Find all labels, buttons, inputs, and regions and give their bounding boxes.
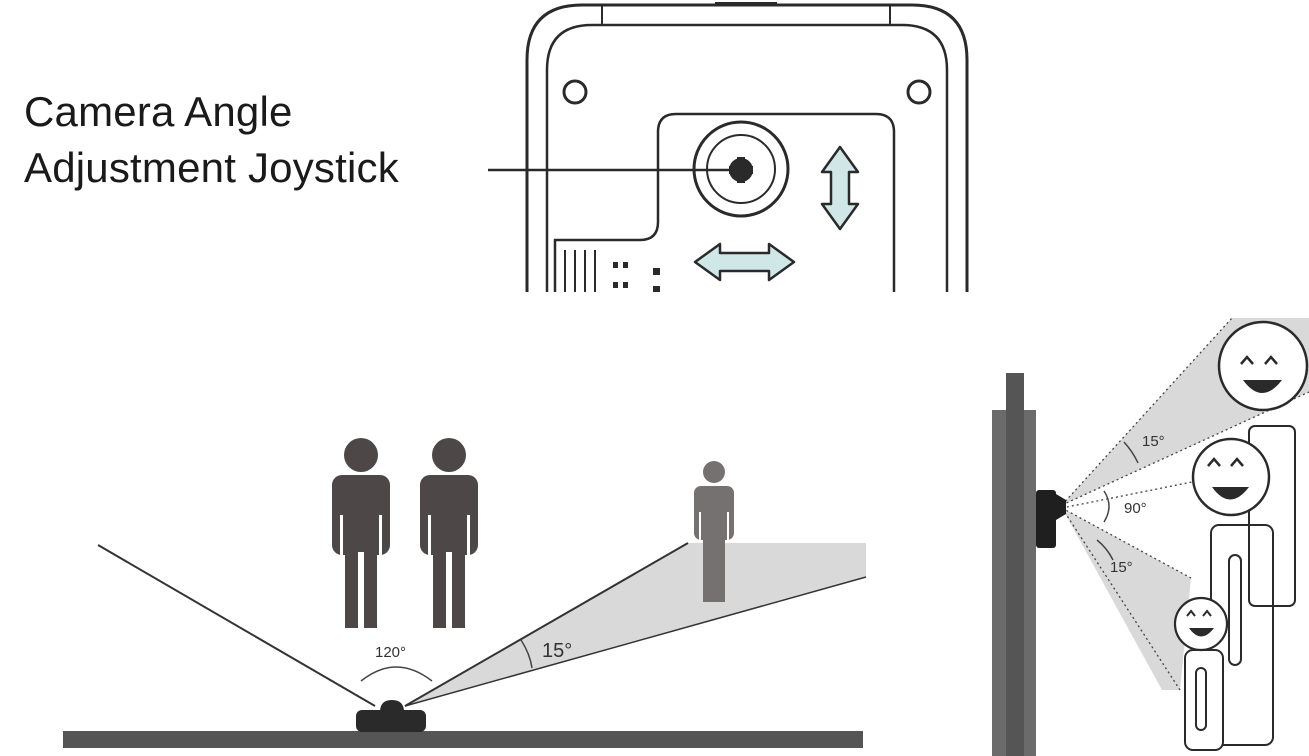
distant-person-figure (694, 461, 734, 602)
upper-angle-arc (1123, 441, 1139, 464)
floor (63, 731, 863, 748)
tall-person-face (1217, 320, 1309, 412)
screw-hole-right (906, 79, 932, 105)
upper-angle-label: 15° (1142, 433, 1165, 450)
joystick (692, 120, 790, 218)
joystick-label-line1: Camera Angle (24, 88, 293, 135)
floor-camera (356, 700, 426, 732)
child-figure (1184, 649, 1224, 751)
horizontal-adjust-arrow (693, 242, 796, 282)
field-left-edge (97, 544, 376, 707)
lower-angle-label: 15° (1110, 559, 1133, 576)
wall-post (1006, 373, 1024, 756)
panel-vents (564, 250, 596, 292)
floor-scene: 120° 15° (63, 438, 867, 748)
lower-angle-arc (1096, 539, 1114, 561)
beam-upper-edge (404, 542, 689, 707)
lower-beam (1062, 508, 1191, 690)
person-figure-2 (420, 438, 478, 628)
wall-right (1024, 410, 1036, 756)
center-angle-label: 90° (1124, 500, 1147, 517)
screw-hole-left (562, 79, 588, 105)
beam-lower-edge (404, 576, 867, 707)
center-angle-arc (1103, 490, 1110, 523)
tilt-beam (405, 543, 866, 706)
person-figure-1 (332, 438, 390, 628)
wall-left (992, 410, 1006, 756)
wall-scene: 15° 90° 15° (992, 317, 1309, 756)
field-angle-arc (360, 666, 433, 682)
vertical-adjust-arrow (820, 145, 860, 231)
panel-dots (613, 262, 660, 292)
joystick-label-line2: Adjustment Joystick (24, 144, 399, 191)
adult-face (1191, 437, 1271, 517)
wall-camera (1036, 490, 1066, 548)
camera-back-panel (525, 2, 969, 292)
joystick-label: Camera Angle Adjustment Joystick (24, 84, 399, 196)
field-angle-label: 120° (375, 644, 406, 661)
child-face (1173, 596, 1229, 652)
tilt-angle-arc (520, 639, 533, 669)
tilt-angle-label: 15° (542, 640, 572, 662)
